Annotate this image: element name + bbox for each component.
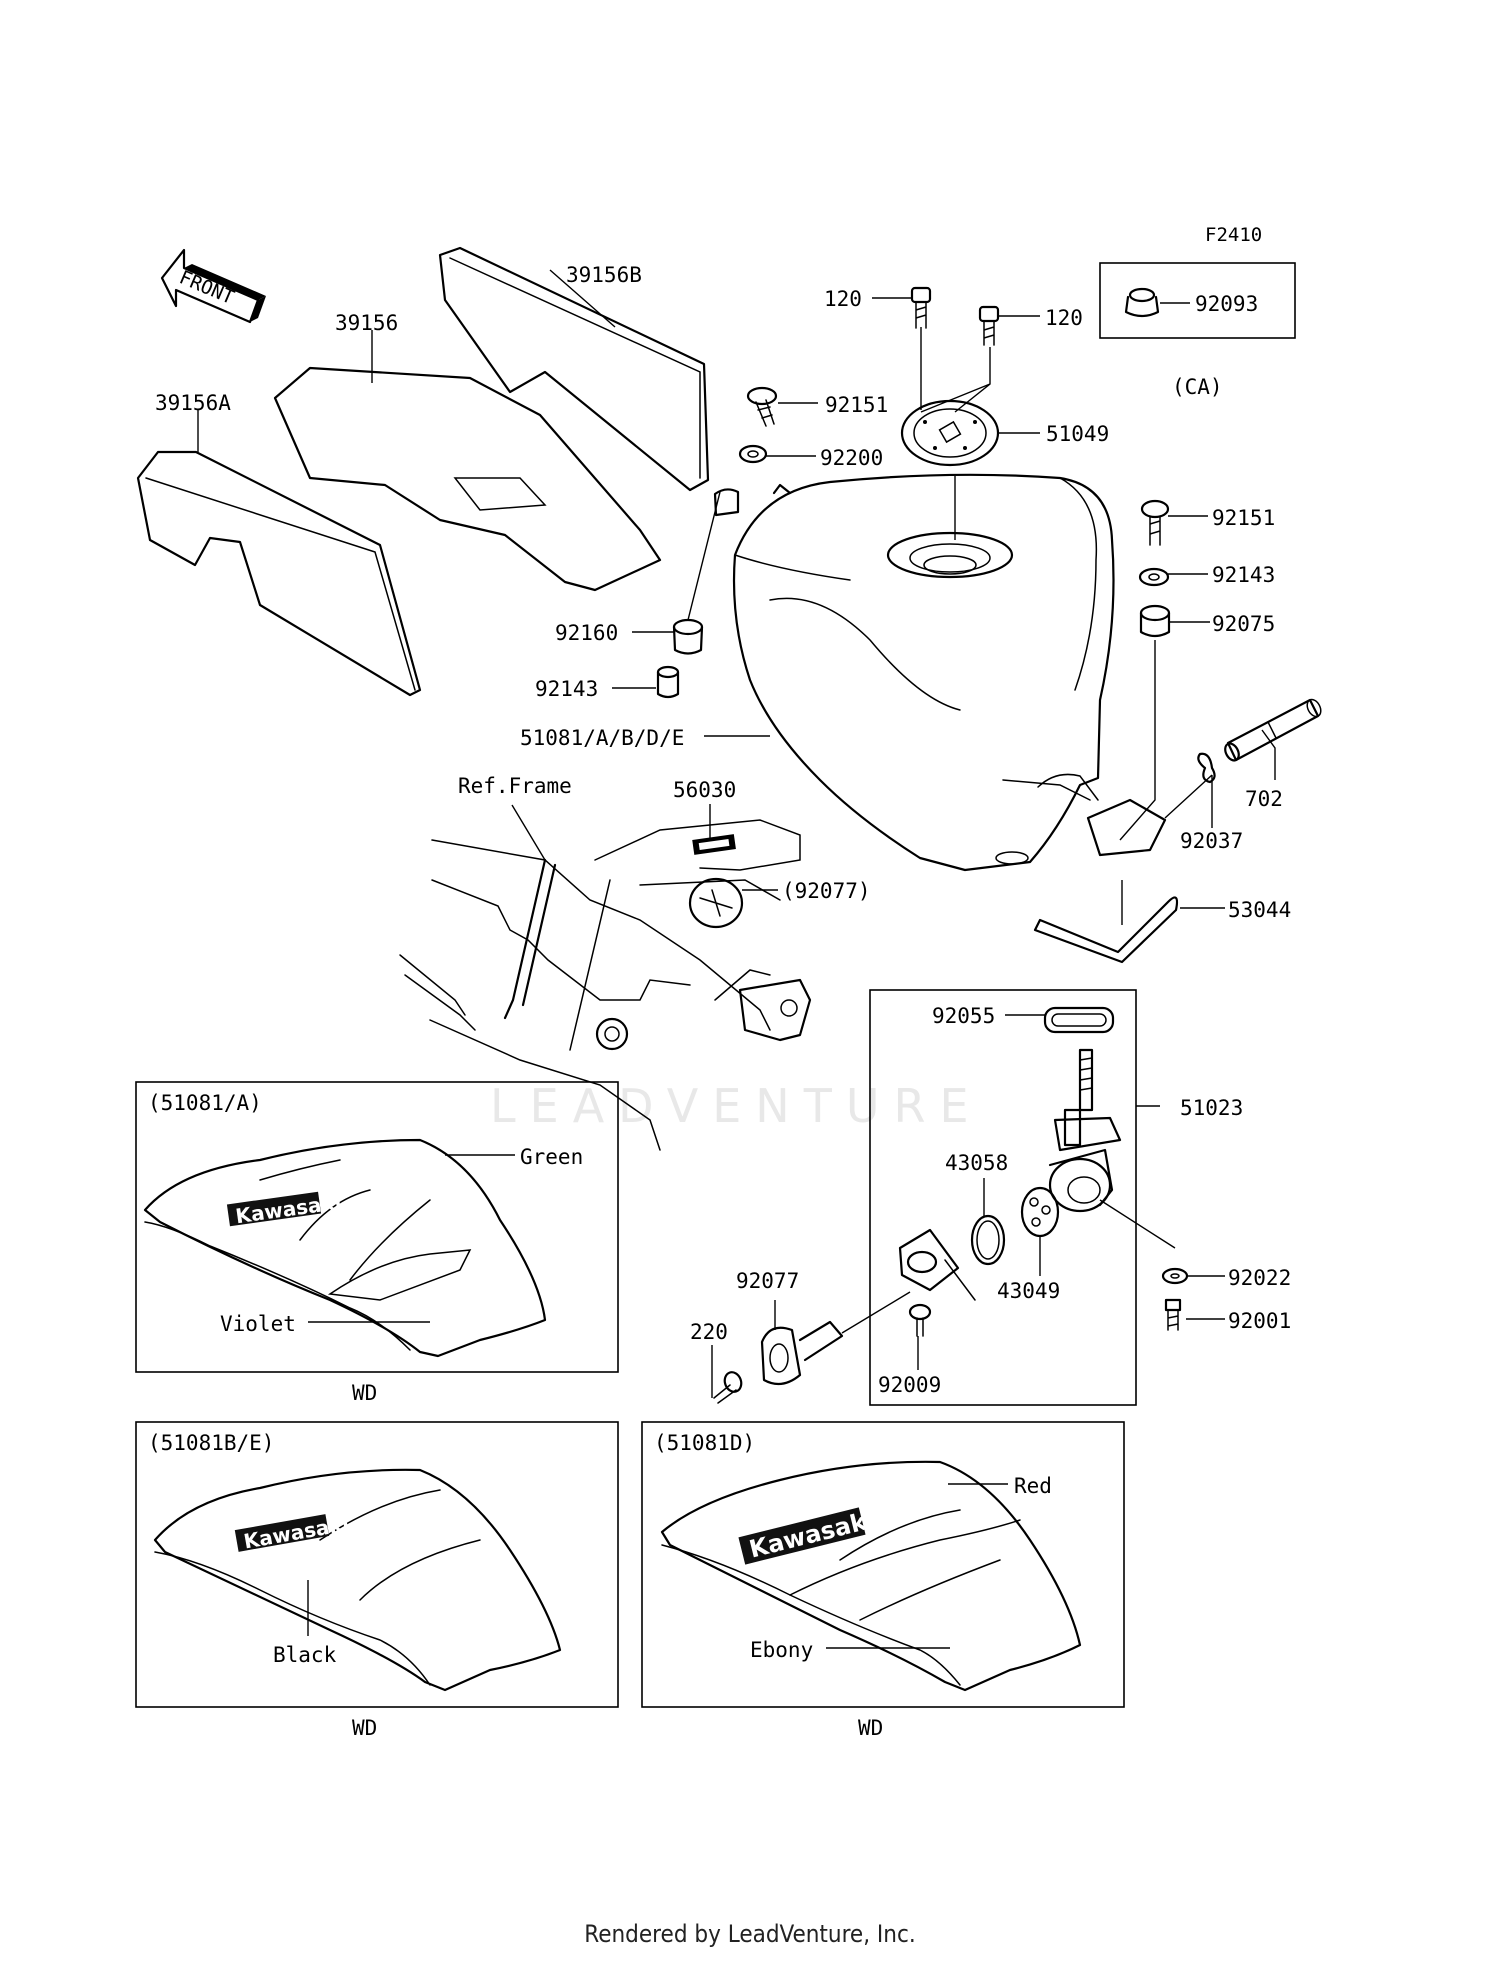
variant-d-logo: Kawasaki — [746, 1506, 877, 1564]
washer-92143-right — [1138, 567, 1170, 587]
screw-92151-top — [746, 386, 778, 427]
pad-39156 — [273, 366, 662, 592]
variant-d-title: (51081D) — [654, 1431, 755, 1455]
label-92093: 92093 — [1195, 292, 1258, 316]
damper-92075 — [1139, 604, 1171, 638]
variant-a-title: (51081/A) — [148, 1091, 262, 1115]
collar-92143-left — [656, 665, 680, 699]
label-92022: 92022 — [1228, 1266, 1291, 1290]
washer-92022 — [1161, 1267, 1189, 1285]
pad-39156A — [136, 450, 422, 697]
label-92077-paren: (92077) — [782, 879, 871, 903]
label-92037: 92037 — [1180, 829, 1243, 853]
variant-d-color-2: Ebony — [750, 1638, 813, 1662]
screw-120-right — [978, 305, 1000, 346]
variant-a-logo: Kawasaki — [234, 1190, 343, 1229]
cap-92077-ref — [688, 877, 744, 929]
fuel-tank-51081 — [713, 473, 1167, 872]
variant-a-color-1: Green — [520, 1145, 583, 1169]
gasket-43049 — [1020, 1186, 1060, 1238]
label-39156B: 39156B — [566, 263, 642, 287]
grommet-92160 — [672, 618, 704, 655]
bracket-53044 — [1033, 896, 1179, 964]
label-92143-right: 92143 — [1212, 563, 1275, 587]
variant-d-box — [641, 1421, 1125, 1708]
variant-be-box — [135, 1421, 619, 1708]
hose-702 — [1224, 698, 1322, 762]
clip-92037 — [1197, 752, 1216, 784]
tank-illustration-be: Kawasaki — [153, 1468, 562, 1692]
label-51049: 51049 — [1046, 422, 1109, 446]
o-ring-43058 — [970, 1214, 1006, 1266]
washer-92200 — [738, 444, 768, 464]
label-92160: 92160 — [555, 621, 618, 645]
variant-be-code: WD — [352, 1716, 377, 1740]
label-43049: 43049 — [997, 1279, 1060, 1303]
label-92151-top: 92151 — [825, 393, 888, 417]
variant-be-title: (51081B/E) — [148, 1431, 274, 1455]
label-ref-frame: Ref.Frame — [458, 774, 572, 798]
label-120-right: 120 — [1045, 306, 1083, 330]
figure-code: F2410 — [1205, 224, 1262, 246]
cap-plate-51049 — [900, 399, 1000, 467]
footer-credit: Rendered by LeadVenture, Inc. — [584, 1920, 916, 1948]
pad-39156B — [438, 246, 710, 492]
variant-d-color-1: Red — [1014, 1474, 1052, 1498]
label-ca: (CA) — [1172, 375, 1223, 399]
label-56030: 56030 — [673, 778, 736, 802]
label-92055: 92055 — [932, 1004, 995, 1028]
label-51081: 51081/A/B/D/E — [520, 726, 684, 750]
variant-a-code: WD — [352, 1381, 377, 1405]
label-92077: 92077 — [736, 1269, 799, 1293]
label-39156A: 39156A — [155, 391, 231, 415]
front-arrow-icon: FRONT — [160, 248, 266, 324]
label-39156: 39156 — [335, 311, 398, 335]
screw-92009 — [908, 1303, 932, 1337]
variant-d-code: WD — [858, 1716, 883, 1740]
watermark-text: LEADVENTURE — [490, 1079, 983, 1133]
knob-92077 — [760, 1320, 844, 1386]
grommet-92093 — [1124, 287, 1160, 318]
variant-be-logo: Kawasaki — [242, 1511, 351, 1553]
tank-illustration-a: Kawasaki — [143, 1138, 547, 1358]
label-92200: 92200 — [820, 446, 883, 470]
screw-92151-right — [1140, 499, 1170, 546]
variant-a-color-2: Violet — [220, 1312, 296, 1336]
screw-220 — [713, 1371, 743, 1404]
variant-be-color-1: Black — [273, 1643, 337, 1667]
label-702: 702 — [1245, 787, 1283, 811]
label-120-left: 120 — [824, 287, 862, 311]
ca-part-box — [1099, 262, 1296, 339]
label-220: 220 — [690, 1320, 728, 1344]
variant-a-box — [135, 1081, 619, 1373]
lever-body — [898, 1228, 976, 1301]
label-92143-left: 92143 — [535, 677, 598, 701]
fuel-cock-assembly-box — [869, 989, 1137, 1406]
screw-120-left — [910, 286, 932, 329]
label-51023: 51023 — [1180, 1096, 1243, 1120]
fuel-cock-51023 — [1048, 1048, 1122, 1213]
label-92009: 92009 — [878, 1373, 941, 1397]
bolt-92001 — [1164, 1298, 1182, 1331]
sticker-56030 — [692, 834, 736, 855]
label-92001: 92001 — [1228, 1309, 1291, 1333]
label-92075: 92075 — [1212, 612, 1275, 636]
label-92151-right: 92151 — [1212, 506, 1275, 530]
label-43058: 43058 — [945, 1151, 1008, 1175]
label-53044: 53044 — [1228, 898, 1291, 922]
gasket-92055 — [1043, 1006, 1115, 1034]
